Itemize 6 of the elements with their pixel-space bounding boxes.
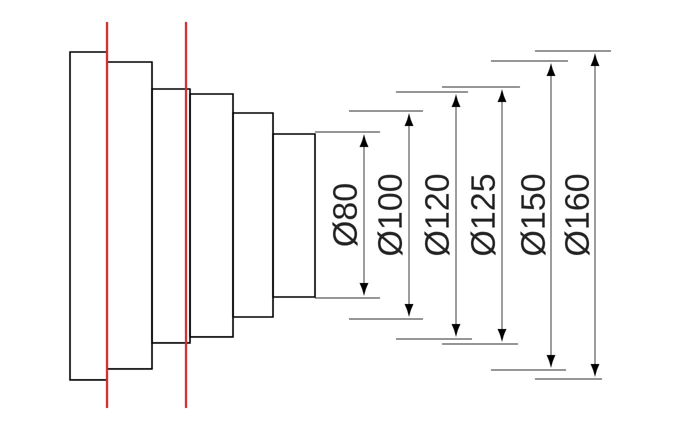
dimension-label: Ø150 — [520, 174, 546, 256]
dimension-label: Ø120 — [424, 174, 450, 256]
dimension-label: Ø80 — [332, 184, 358, 246]
dimension-label: Ø160 — [564, 174, 590, 256]
dimension-label: Ø125 — [470, 174, 496, 256]
dimension-label: Ø100 — [377, 174, 403, 256]
